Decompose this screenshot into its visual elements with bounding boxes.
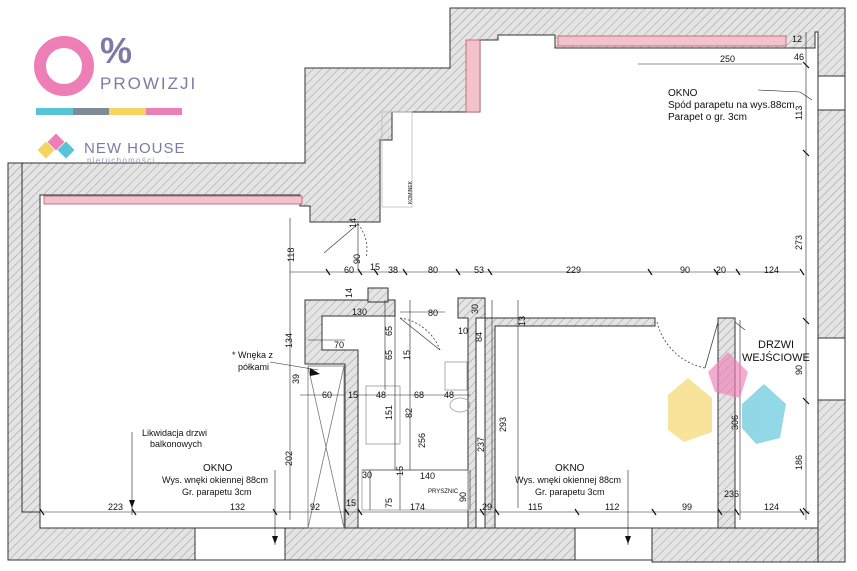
new-house-logo-icon	[38, 133, 75, 159]
dimension-d99: 99	[682, 502, 692, 512]
dimension-d53: 53	[474, 265, 484, 275]
drzwi-label-2: WEJŚCIOWE	[742, 351, 810, 364]
drzwi-label-1: DRZWI	[758, 339, 794, 351]
dimension-d115: 115	[528, 502, 542, 512]
dimension-d202: 202	[284, 451, 294, 466]
dimension-d140: 140	[420, 471, 435, 481]
dimension-d65b: 65	[384, 350, 394, 360]
chimney-area	[381, 111, 413, 208]
outer-walls	[7, 7, 846, 563]
dimension-d151: 151	[384, 405, 394, 420]
kominek-label: KOMINEK	[408, 180, 414, 204]
wneka-label-1: * Wnęka z	[232, 350, 274, 360]
dimension-d250: 250	[720, 54, 735, 64]
wneka-label-2: półkami	[238, 362, 269, 372]
annotations: OKNO Spód parapetu na wys.88cm Parapet o…	[142, 88, 810, 497]
dimension-lines	[42, 32, 810, 545]
leader-lines	[269, 89, 813, 371]
dimension-d186: 186	[794, 455, 804, 470]
dimension-d112: 112	[605, 502, 619, 512]
dimension-d39: 39	[291, 374, 301, 384]
dimension-d84: 84	[474, 332, 484, 342]
okno-left-line3: Gr. parapetu 3cm	[182, 487, 252, 497]
okno-top-line3: Parapet o gr. 3cm	[668, 112, 747, 123]
dimension-d132: 132	[230, 502, 245, 512]
dimension-ticks	[39, 61, 810, 516]
dimension-d48b: 48	[444, 390, 454, 400]
dimension-d15e: 15	[346, 498, 356, 508]
dimension-d30b: 30	[362, 470, 372, 480]
dimension-d29: 29	[482, 502, 492, 512]
okno-left-line2: Wys. wnęki okiennej 88cm	[162, 475, 268, 485]
okno-right-line3: Gr. parapetu 3cm	[535, 487, 605, 497]
dimension-d90r: 90	[794, 365, 804, 375]
dimension-d134: 134	[284, 333, 294, 348]
dimension-d80b: 80	[428, 308, 438, 318]
dimension-d90b: 90	[680, 265, 690, 275]
decorative-logo-shapes	[668, 352, 786, 444]
dimension-d15d: 15	[395, 466, 405, 476]
dimension-d273: 273	[794, 235, 804, 250]
dimension-d80a: 80	[428, 265, 438, 275]
dimension-d14b: 14	[344, 288, 354, 298]
dimension-d20: 20	[716, 265, 726, 275]
dimension-d236: 236	[724, 489, 739, 499]
dimension-d14a: 14	[348, 218, 358, 228]
arrows	[129, 368, 631, 544]
dimension-d237: 237	[476, 437, 486, 452]
dimension-d306: 306	[730, 415, 740, 430]
dimension-d229: 229	[566, 265, 581, 275]
okno-right-title: OKNO	[555, 463, 585, 474]
dimension-d60a: 60	[344, 265, 354, 275]
window-sills	[43, 35, 787, 205]
brand-subtitle: nieruchomości	[87, 156, 156, 165]
dimension-d223: 223	[108, 502, 123, 512]
okno-top-title: OKNO	[668, 88, 698, 99]
prysznic-label: PRYSZNIC	[428, 489, 459, 495]
dimension-d68: 68	[414, 390, 424, 400]
dimension-d12: 12	[792, 34, 802, 44]
dimension-d46: 46	[794, 52, 804, 62]
dimension-d13: 13	[517, 316, 527, 326]
dimension-d75: 75	[384, 498, 394, 508]
dimension-d38: 38	[388, 265, 398, 275]
dimension-d174: 174	[410, 502, 425, 512]
okno-left-title: OKNO	[203, 463, 233, 474]
likwidacja-label-2: balkonowych	[150, 439, 202, 449]
dimension-d124b: 124	[764, 502, 779, 512]
niche-shelves	[307, 365, 345, 529]
dimension-d256: 256	[417, 433, 427, 448]
prowizji-text: PROWIZJI	[100, 74, 198, 93]
dimension-d30a: 30	[470, 304, 480, 314]
dimension-d60b: 60	[322, 390, 332, 400]
dimension-d118: 118	[286, 248, 296, 262]
brand-name: NEW HOUSE	[84, 140, 186, 157]
dimension-d124a: 124	[764, 265, 779, 275]
dimension-d293: 293	[498, 417, 508, 432]
zero-logo-icon	[34, 36, 94, 96]
okno-right-line2: Wys. wnęki okiennej 88cm	[515, 475, 621, 485]
okno-top-line2: Spód parapetu na wys.88cm	[668, 100, 795, 111]
color-bars	[36, 108, 182, 115]
percent-sign: %	[100, 30, 133, 71]
dimension-d15a: 15	[370, 262, 380, 272]
dimension-numbers: 250 12 46 113 273 90 186 118 14 90 60 15…	[108, 34, 804, 512]
dimension-d10: 10	[458, 326, 468, 336]
dimension-d130: 130	[352, 307, 367, 317]
dimension-d70: 70	[334, 340, 344, 350]
bathroom-fixtures	[361, 361, 471, 511]
dimension-d15c: 15	[348, 390, 358, 400]
dimension-d48a: 48	[376, 390, 386, 400]
dimension-d90c: 90	[458, 492, 468, 502]
dimension-d90a: 90	[352, 254, 362, 264]
likwidacja-label-1: Likwidacja drzwi	[142, 428, 207, 438]
dimension-d65a: 65	[384, 326, 394, 336]
dimension-d113: 113	[794, 106, 804, 120]
window-openings	[194, 75, 846, 561]
dimension-d92: 92	[310, 502, 320, 512]
dimension-d82: 82	[404, 408, 414, 418]
dimension-d15b: 15	[402, 350, 412, 360]
